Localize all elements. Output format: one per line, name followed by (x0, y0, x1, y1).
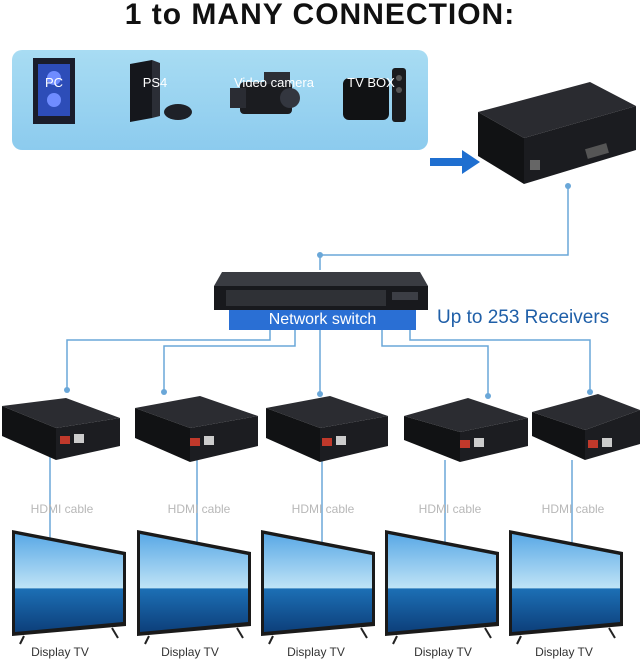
hdmi-cable-label: HDMI cable (291, 502, 355, 516)
pc-tower-icon (33, 58, 75, 124)
receivers-count-label: Up to 253 Receivers (437, 307, 610, 328)
network-switch-label: Network switch (268, 311, 377, 328)
source-label-pc: PC (44, 75, 64, 90)
hdmi-cable-label: HDMI cable (541, 502, 605, 516)
display-tv-icon (509, 530, 623, 645)
receiver-icon (2, 398, 120, 460)
game-console-icon (130, 60, 192, 122)
source-label-ps4: PS4 (142, 75, 168, 90)
display-tv-label: Display TV (31, 645, 89, 659)
display-tv-icon (385, 530, 499, 645)
display-tv-label: Display TV (287, 645, 345, 659)
display-tv-label: Display TV (161, 645, 219, 659)
connection-lines (49, 186, 591, 548)
display-tv-label: Display TV (414, 645, 472, 659)
arrow-to-transmitter (430, 150, 480, 174)
hdmi-cable-label: HDMI cable (167, 502, 231, 516)
source-label-video-camera: Video camera (234, 75, 314, 90)
tv-box-icon (343, 68, 406, 122)
video-camera-icon (230, 72, 300, 114)
diagram-title: 1 to MANY CONNECTION: (124, 0, 516, 31)
receiver-icon (266, 396, 388, 462)
hdmi-cable-label: HDMI cable (30, 502, 94, 516)
receiver-icon (135, 396, 258, 462)
receiver-icon (404, 398, 528, 462)
source-label-tv-box: TV BOX (347, 75, 395, 90)
display-tv-icon (12, 530, 126, 645)
network-switch-icon (214, 272, 428, 310)
hdmi-ip-extender-transmitter-icon (478, 82, 636, 184)
display-tv-label: Display TV (535, 645, 593, 659)
display-tv-icon (137, 530, 251, 645)
receiver-icon (532, 394, 640, 460)
hdmi-cable-label: HDMI cable (418, 502, 482, 516)
display-tv-icon (261, 530, 375, 645)
